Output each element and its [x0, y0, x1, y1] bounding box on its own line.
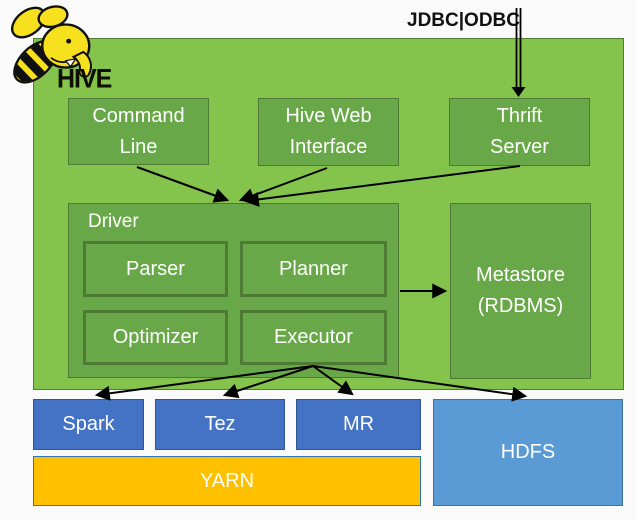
- yarn-label: YARN: [199, 469, 255, 492]
- box-mr: MR: [296, 399, 421, 450]
- thrift-label-line1: Thrift: [496, 105, 543, 127]
- box-command-line: Command Line: [68, 98, 209, 165]
- box-planner: Planner: [240, 241, 387, 297]
- box-spark: Spark: [33, 399, 144, 450]
- box-thrift-server: Thrift Server: [449, 98, 590, 166]
- box-executor: Executor: [240, 310, 387, 365]
- hive-bee-icon: [8, 5, 92, 89]
- tez-label: Tez: [204, 413, 236, 435]
- executor-label: Executor: [274, 326, 353, 348]
- hdfs-label: HDFS: [500, 441, 556, 463]
- optimizer-label: Optimizer: [112, 326, 199, 348]
- hive-web-label-line1: Hive Web: [285, 105, 372, 127]
- thrift-label-line2: Server: [490, 136, 549, 158]
- metastore-label-line1: Metastore: [476, 264, 565, 286]
- planner-label: Planner: [279, 257, 348, 280]
- jdbc-odbc-label: JDBC|ODBC: [407, 10, 520, 31]
- box-yarn: YARN: [33, 456, 421, 506]
- parser-label: Parser: [126, 257, 185, 280]
- driver-label: Driver: [88, 211, 139, 232]
- box-hive-web-interface: Hive Web Interface: [258, 98, 399, 166]
- box-hdfs: HDFS: [433, 399, 623, 506]
- mr-label: MR: [342, 413, 375, 435]
- box-parser: Parser: [83, 241, 228, 297]
- hive-logo-wordmark: HIVE: [57, 63, 112, 95]
- spark-label: Spark: [62, 413, 115, 435]
- box-tez: Tez: [155, 399, 285, 450]
- box-metastore: Metastore (RDBMS): [450, 203, 591, 379]
- hive-web-label-line2: Interface: [289, 136, 368, 158]
- command-line-label-line1: Command: [92, 104, 185, 127]
- metastore-label-line2: (RDBMS): [477, 295, 564, 317]
- box-optimizer: Optimizer: [83, 310, 228, 365]
- command-line-label-line2: Line: [119, 135, 158, 158]
